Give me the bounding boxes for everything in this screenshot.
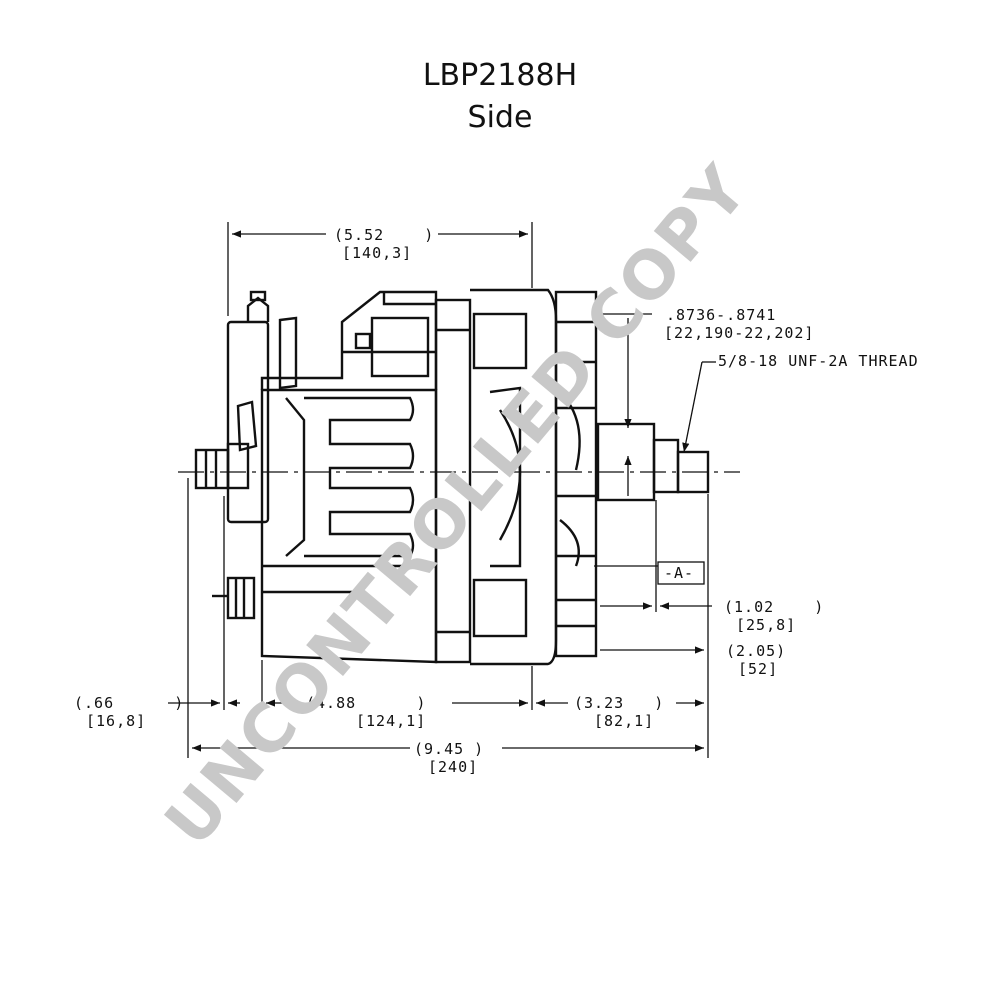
dim-205-inch: (2.05) <box>726 642 786 660</box>
datum-label: -A- <box>664 564 694 582</box>
top-dim-mm: [140,3] <box>342 244 412 262</box>
dim-488-mm: [124,1] <box>356 712 426 730</box>
dim-102-inch: (1.02 ) <box>724 598 824 616</box>
dim-945-mm: [240] <box>428 758 478 776</box>
top-dim-inch: (5.52 ) <box>334 226 434 244</box>
dim-945-inch: (9.45 ) <box>414 740 484 758</box>
dim-066-inch: (.66 ) <box>74 694 184 712</box>
dim-205-mm: [52] <box>738 660 778 678</box>
dim-323-inch: (3.23 ) <box>574 694 664 712</box>
dim-102-mm: [25,8] <box>736 616 796 634</box>
dimension-lines <box>168 222 716 758</box>
dim-488-inch: (4.88 ) <box>306 694 426 712</box>
view-label: Side <box>467 100 533 135</box>
thread-callout: 5/8-18 UNF-2A THREAD <box>718 352 919 370</box>
shaft-dia-mm: [22,190-22,202] <box>664 324 814 342</box>
dim-066-mm: [16,8] <box>86 712 146 730</box>
shaft-dia-inch: .8736-.8741 <box>666 306 776 324</box>
drawing-title: LBP2188H <box>422 58 578 93</box>
dim-323-mm: [82,1] <box>594 712 654 730</box>
